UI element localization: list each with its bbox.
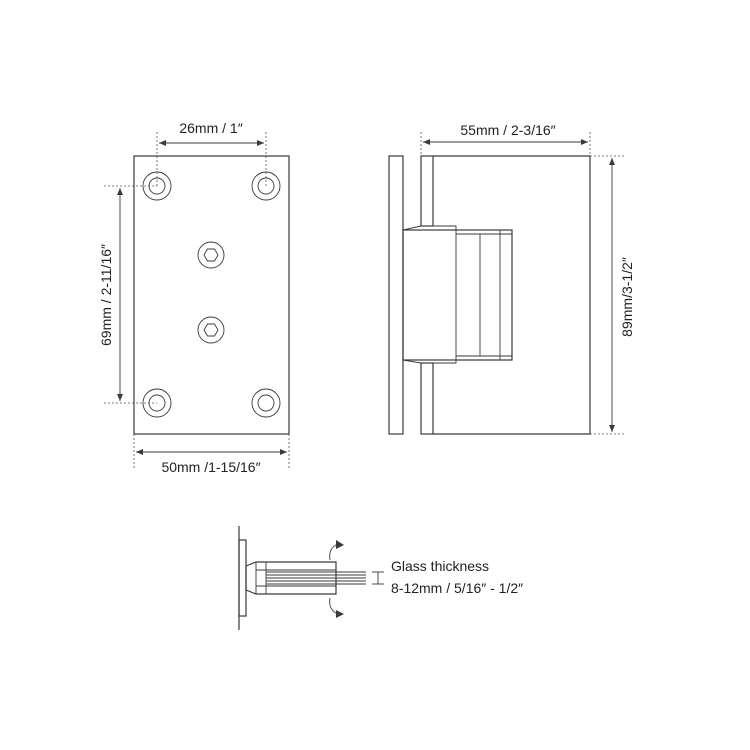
rotation-arrow-up-icon (329, 540, 344, 561)
rotation-arrow-down-icon (329, 597, 344, 618)
hex-screw-upper (197, 241, 225, 269)
side-view: 55mm / 2-3/16″ 89mm/3-1/2″ (388, 122, 635, 435)
dimension-depth: 55mm / 2-3/16″ (420, 122, 591, 156)
mounting-plate (133, 155, 290, 435)
dimension-hole-spacing: 26mm / 1″ (156, 120, 267, 186)
detail-clamp (245, 561, 337, 595)
glass-thickness-detail: Glass thickness 8-12mm / 5/16″ - 1/2″ (238, 526, 523, 630)
glass-thickness-title: Glass thickness (391, 558, 489, 574)
hinge-body (402, 225, 513, 364)
dimension-label-hole-spacing: 26mm / 1″ (179, 120, 242, 136)
hex-screw-lower (197, 316, 225, 344)
clamp-plate-upper (420, 155, 434, 227)
detail-wall-plate (238, 539, 247, 617)
mounting-hole-bottom-right (251, 388, 281, 418)
dimension-hole-height: 69mm / 2-11/16″ (98, 185, 157, 404)
clamp-plate-lower (420, 362, 434, 435)
glass-thickness-range: 8-12mm / 5/16″ - 1/2″ (391, 580, 523, 596)
wall-plate (388, 155, 404, 435)
dimension-width: 50mm /1-15/16″ (133, 434, 290, 475)
glass-panel (433, 155, 591, 435)
front-view: 26mm / 1″ 69mm / 2-11/16″ 50mm /1-15/16″ (98, 120, 290, 475)
detail-glass (266, 571, 366, 585)
dimension-label-height: 89mm/3-1/2″ (619, 257, 635, 337)
thickness-bracket (372, 571, 384, 585)
dimension-label-width: 50mm /1-15/16″ (161, 459, 260, 475)
dimension-label-depth: 55mm / 2-3/16″ (460, 122, 555, 138)
dimension-label-hole-height: 69mm / 2-11/16″ (98, 244, 114, 346)
dimension-height: 89mm/3-1/2″ (590, 155, 635, 435)
